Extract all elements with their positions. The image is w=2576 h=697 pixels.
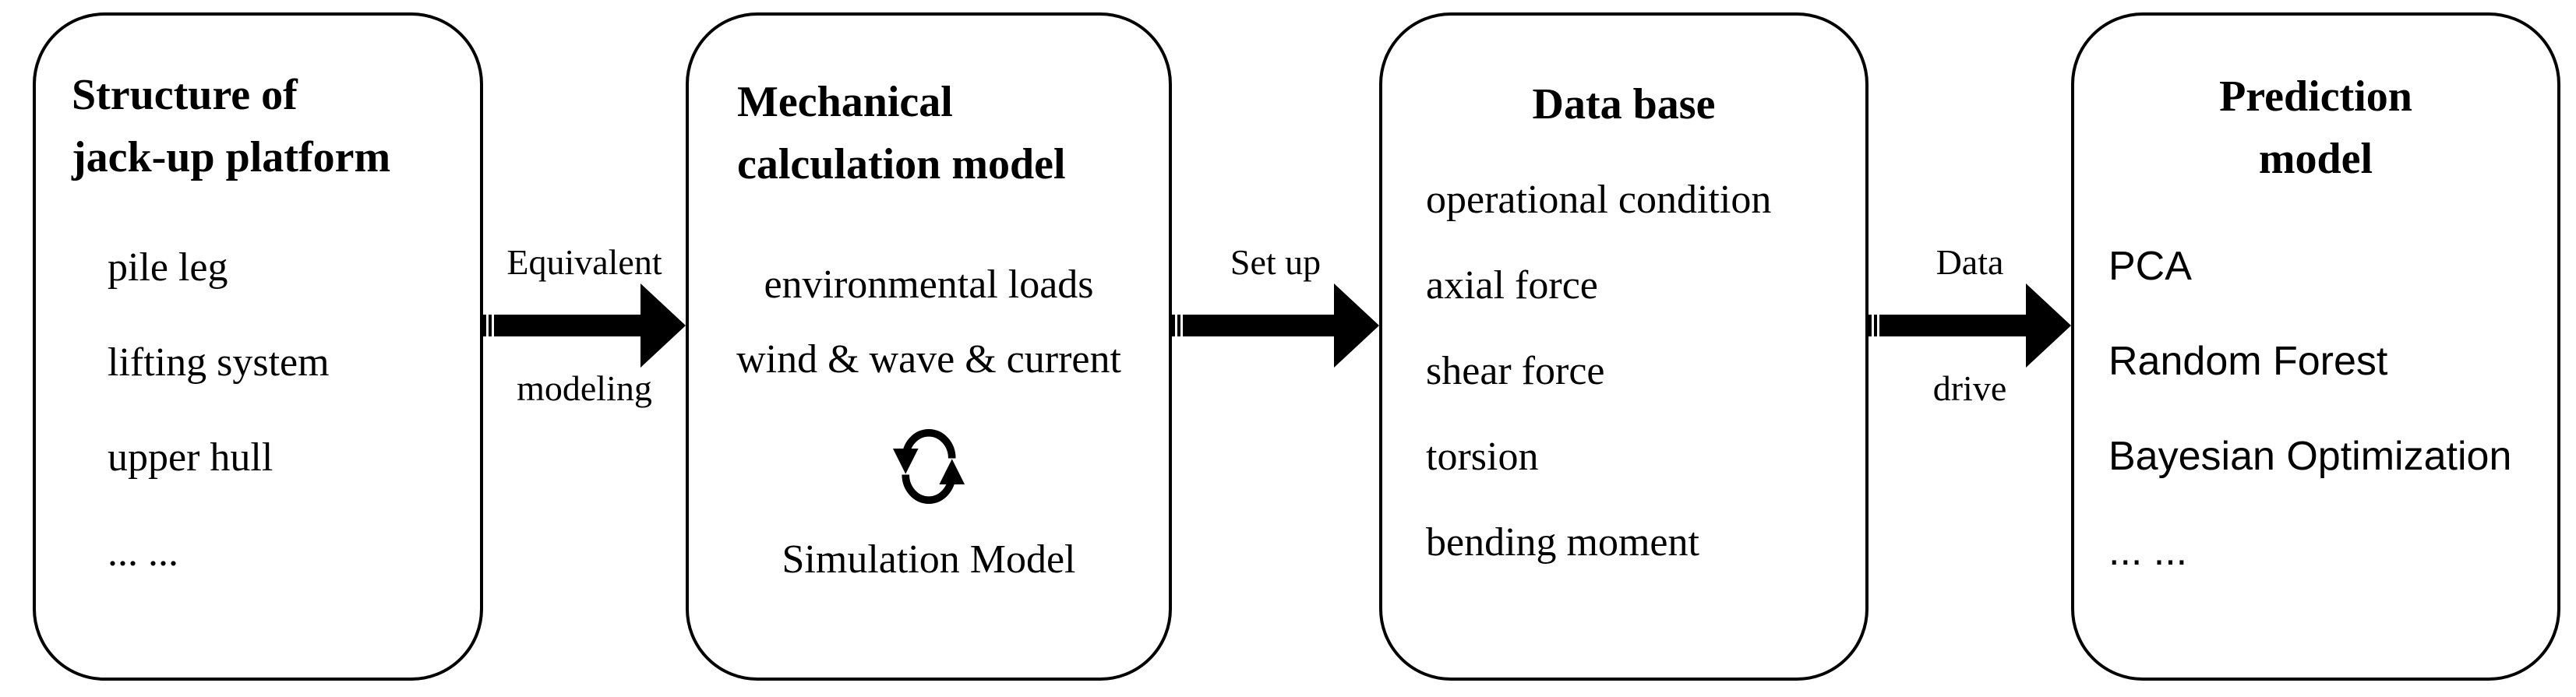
arrow-head <box>1334 283 1379 368</box>
arrow-shaft <box>1883 315 2026 336</box>
list-item-ellipsis: ... ... <box>108 530 178 575</box>
title-line: model <box>2258 135 2373 183</box>
arrow-label-bottom: drive <box>1932 368 2007 408</box>
arrow-data-drive: Data drive <box>1868 0 2071 697</box>
box-title: Mechanical calculation model <box>737 71 1066 195</box>
list-item: upper hull <box>108 435 273 480</box>
box-title: Data base <box>1382 73 1865 136</box>
arrow-shaft <box>497 315 640 336</box>
list-item: bending moment <box>1426 520 1699 565</box>
title-line: Prediction <box>2219 72 2412 121</box>
list-item: Random Forest <box>2108 339 2388 384</box>
box-title: Structure of jack-up platform <box>72 64 390 188</box>
arrow-equivalent-modeling: Equivalent modeling <box>483 0 686 697</box>
list-item: torsion <box>1426 435 1539 479</box>
list-item: pile leg <box>108 245 228 290</box>
prediction-item-list: PCA Random Forest Bayesian Optimization … <box>2108 241 2511 576</box>
arrow-tail-stripes <box>1868 315 1883 336</box>
box-mechanical-calculation-model: Mechanical calculation model environment… <box>686 12 1172 681</box>
box-prediction-model: Prediction model PCA Random Forest Bayes… <box>2071 12 2560 681</box>
arrow-label-top: Data <box>1936 242 2004 282</box>
title-line: Data base <box>1532 80 1716 128</box>
database-item-list: operational condition axial force shear … <box>1426 175 1771 568</box>
title-line: calculation model <box>737 140 1066 188</box>
arrow-label-top: Set up <box>1230 242 1322 282</box>
list-item: Simulation Model <box>782 537 1076 582</box>
right-arrow-icon <box>1868 283 2071 368</box>
arrow-tail-stripes <box>1172 315 1186 336</box>
list-item: operational condition <box>1426 178 1772 222</box>
arrow-head <box>2026 283 2071 368</box>
box-title: Prediction model <box>2074 65 2557 190</box>
list-item: environmental loads <box>764 262 1094 307</box>
title-line: Mechanical <box>737 78 953 126</box>
list-item: wind & wave & current <box>736 337 1121 382</box>
title-line: Structure of <box>72 71 298 119</box>
right-arrow-icon <box>483 283 686 368</box>
box-data-base: Data base operational condition axial fo… <box>1379 12 1868 681</box>
arrow-set-up: Set up <box>1172 0 1379 697</box>
box-structure-of-jack-up-platform: Structure of jack-up platform pile leg l… <box>33 12 483 681</box>
title-line: jack-up platform <box>72 133 391 181</box>
list-item-ellipsis: ... ... <box>2108 529 2188 574</box>
arrow-shaft <box>1186 315 1334 336</box>
arrow-label-top: Equivalent <box>506 242 662 282</box>
right-arrow-icon <box>1172 283 1379 368</box>
list-item: lifting system <box>108 340 330 385</box>
list-item: shear force <box>1426 349 1605 393</box>
list-item: axial force <box>1426 263 1598 308</box>
structure-item-list: pile leg lifting system upper hull ... .… <box>108 243 330 578</box>
list-item: Bayesian Optimization <box>2108 434 2512 479</box>
arrow-tail-stripes <box>483 315 497 336</box>
arrow-label-bottom: modeling <box>517 368 652 408</box>
arrow-head <box>640 283 686 368</box>
list-item: PCA <box>2108 244 2192 289</box>
cycle-arrows-icon <box>689 424 1169 509</box>
